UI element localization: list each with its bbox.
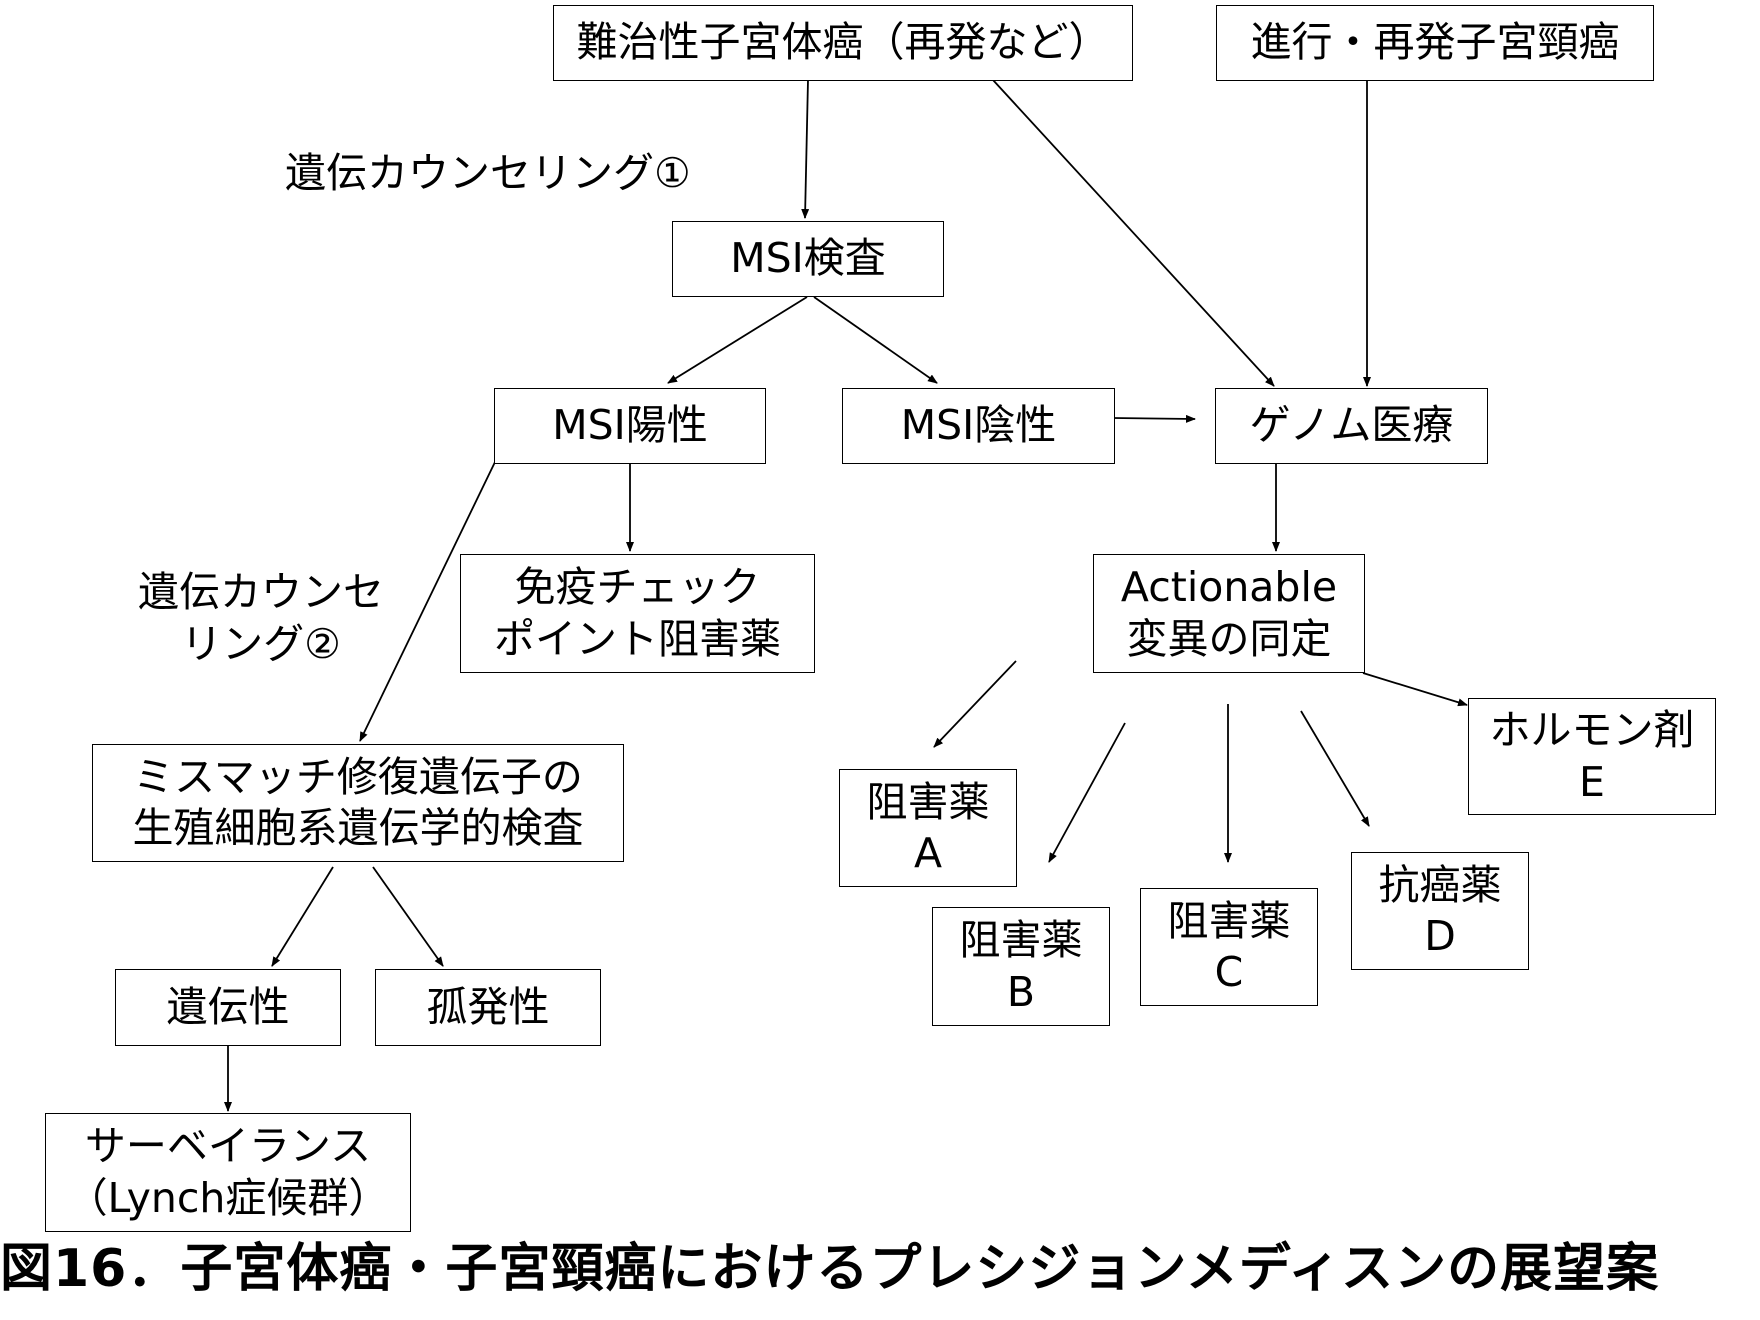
inhibitor-c-line-2: C: [1214, 948, 1244, 996]
inhibitor-a-line-2: A: [913, 829, 943, 877]
genome-medicine-label: ゲノム医療: [1249, 401, 1454, 450]
figure-caption: 図16．子宮体癌・子宮頸癌におけるプレシジョンメディスンの展望案: [0, 1239, 1660, 1299]
advanced-cervical-cancer-box: 進行・再発子宮頸癌: [1216, 5, 1654, 81]
inhibitor-c-box: 阻害薬 C: [1140, 888, 1318, 1006]
genome-medicine-box: ゲノム医療: [1215, 388, 1488, 464]
inhibitor-a-box: 阻害薬 A: [839, 769, 1017, 887]
arrow-actionable-to-a: [933, 660, 1017, 748]
inhibitor-b-line-1: 阻害薬: [959, 916, 1083, 965]
refractory-endometrial-cancer-box: 難治性子宮体癌（再発など）: [553, 5, 1133, 81]
hormone-agent-e-box: ホルモン剤 E: [1468, 698, 1716, 815]
surveillance-line-1: サーベイランス: [84, 1122, 372, 1171]
genetic-counseling-2-label: 遺伝カウンセ リング②: [138, 566, 384, 671]
actionable-mutation-box: Actionable 変異の同定: [1093, 554, 1365, 673]
arrow-msi-test-to-positive: [667, 296, 808, 384]
genetic-counseling-1-label: 遺伝カウンセリング①: [285, 149, 691, 197]
arrow-positive-to-germline: [359, 461, 496, 742]
hereditary-box: 遺伝性: [115, 969, 341, 1046]
actionable-mutation-line-2: 変異の同定: [1126, 614, 1332, 663]
anticancer-d-line-2: D: [1424, 912, 1456, 960]
arrow-germline-to-hereditary: [271, 866, 334, 967]
hereditary-label: 遺伝性: [166, 982, 290, 1031]
msi-test-box: MSI検査: [672, 221, 944, 297]
germline-test-line-2: 生殖細胞系遺伝学的検査: [132, 804, 584, 852]
inhibitor-c-line-1: 阻害薬: [1167, 896, 1291, 945]
surveillance-box: サーベイランス （Lynch症候群）: [45, 1113, 411, 1232]
anticancer-d-box: 抗癌薬 D: [1351, 852, 1529, 970]
genetic-counseling-2-line-1: 遺伝カウンセ: [138, 568, 384, 616]
arrow-msi-test-to-negative: [813, 296, 938, 384]
hormone-agent-e-line-2: E: [1579, 757, 1605, 806]
checkpoint-inhibitor-line-2: ポイント阻害薬: [494, 614, 781, 663]
germline-test-box: ミスマッチ修復遺伝子の 生殖細胞系遺伝学的検査: [92, 744, 624, 862]
surveillance-line-2: （Lynch症候群）: [66, 1173, 390, 1222]
arrow-top-left-to-msi-test: [801, 79, 810, 219]
genetic-counseling-2-line-2: リング②: [181, 620, 341, 669]
arrow-negative-to-genome: [1112, 414, 1196, 423]
arrow-top-left-to-genome: [992, 79, 1275, 387]
actionable-mutation-line-1: Actionable: [1120, 563, 1338, 612]
arrow-germline-to-sporadic: [372, 866, 444, 967]
anticancer-d-line-1: 抗癌薬: [1378, 860, 1502, 909]
arrow-actionable-to-e: [1362, 672, 1468, 707]
germline-test-line-1: ミスマッチ修復遺伝子の: [133, 752, 583, 801]
sporadic-label: 孤発性: [426, 982, 550, 1031]
checkpoint-inhibitor-line-1: 免疫チェック: [514, 563, 761, 612]
msi-test-label: MSI検査: [730, 234, 886, 283]
inhibitor-a-line-1: 阻害薬: [866, 777, 990, 826]
hormone-agent-e-line-1: ホルモン剤: [1489, 706, 1695, 755]
inhibitor-b-line-2: B: [1006, 967, 1036, 1016]
refractory-endometrial-cancer-label: 難治性子宮体癌（再発など）: [576, 18, 1110, 67]
arrow-actionable-to-d: [1300, 710, 1370, 827]
sporadic-box: 孤発性: [375, 969, 601, 1046]
msi-positive-box: MSI陽性: [494, 388, 766, 464]
msi-positive-label: MSI陽性: [552, 401, 708, 450]
advanced-cervical-cancer-label: 進行・再発子宮頸癌: [1250, 18, 1620, 67]
msi-negative-box: MSI陰性: [842, 388, 1115, 464]
msi-negative-label: MSI陰性: [900, 401, 1057, 450]
checkpoint-inhibitor-box: 免疫チェック ポイント阻害薬: [460, 554, 815, 673]
arrow-actionable-to-b: [1048, 722, 1126, 863]
inhibitor-b-box: 阻害薬 B: [932, 907, 1110, 1026]
